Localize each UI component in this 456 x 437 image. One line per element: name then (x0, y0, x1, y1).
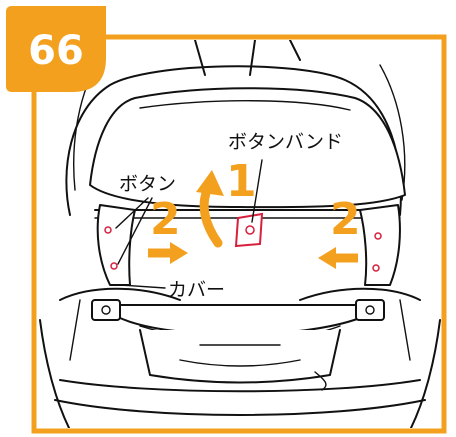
leader-lines (115, 159, 263, 289)
right-button-top (374, 232, 382, 240)
frame-border (31, 34, 447, 434)
label-cover: カバー (168, 279, 225, 301)
right-button-bottom (372, 264, 380, 272)
button-band-tab (234, 212, 264, 248)
page-badge: 66 (6, 6, 106, 92)
page-badge-number: 66 (28, 28, 84, 74)
step-1-number: 1 (226, 156, 257, 207)
label-button-band: ボタンバンド (228, 131, 343, 153)
step-2-left-number: 2 (150, 194, 181, 245)
label-button: ボタン (119, 173, 176, 195)
curved-up-arrow-icon (196, 170, 224, 248)
step-2-right-number: 2 (330, 194, 361, 245)
left-button-top (104, 226, 112, 234)
left-arrow-icon (318, 247, 358, 269)
stroller-illustration (39, 40, 441, 428)
left-button-bottom (110, 262, 118, 270)
right-arrow-icon (148, 242, 188, 264)
